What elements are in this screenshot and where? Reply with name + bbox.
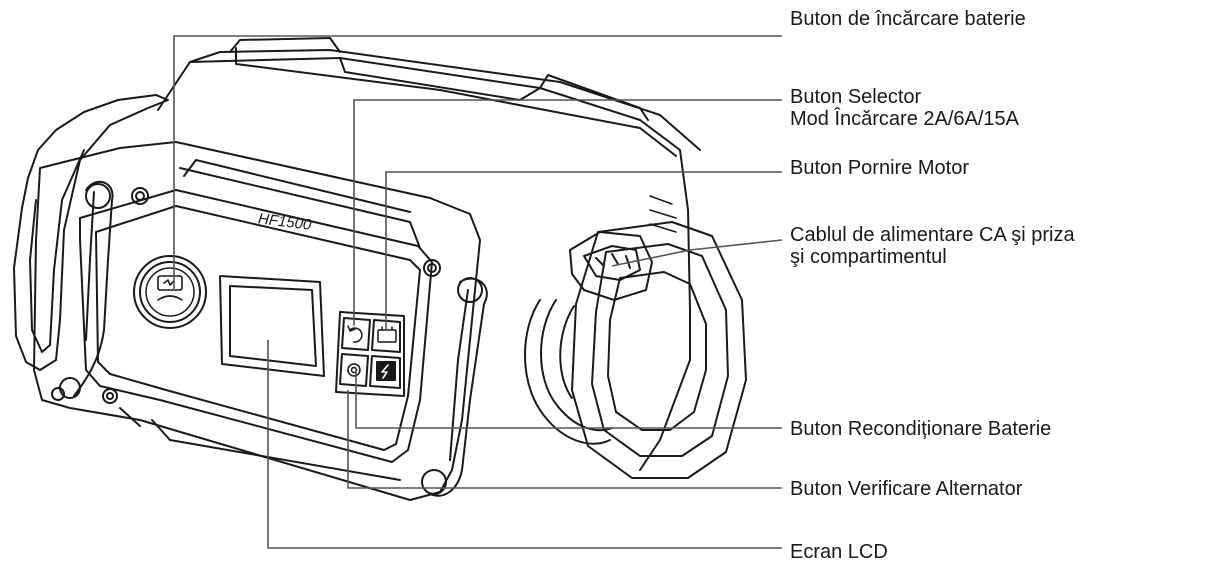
- callout-line: Mod Încărcare 2A/6A/15A: [790, 108, 1019, 130]
- lcd-screen: [220, 276, 324, 376]
- callout-line: Buton Verificare Alternator: [790, 478, 1022, 500]
- callout-line: Buton Selector: [790, 86, 1019, 108]
- callout-line: Buton Pornire Motor: [790, 157, 969, 179]
- callout-line: Cablul de alimentare CA şi priza: [790, 224, 1075, 246]
- lightning-icon: [377, 362, 395, 380]
- leader-engine-start: [386, 172, 782, 330]
- callout-line: şi compartimentul: [790, 246, 1075, 268]
- callout-charge-button: Buton de încărcare baterie: [790, 8, 1026, 30]
- callout-selector-button: Buton Selector Mod Încărcare 2A/6A/15A: [790, 86, 1019, 130]
- callout-engine-start-button: Buton Pornire Motor: [790, 157, 969, 179]
- model-label: HF1500: [257, 210, 313, 233]
- callout-lcd-screen: Ecran LCD: [790, 541, 888, 563]
- button-panel: [336, 312, 404, 396]
- front-frame: [34, 142, 480, 500]
- callout-line: Ecran LCD: [790, 541, 888, 563]
- charge-button: [134, 256, 206, 328]
- gear-icon: [348, 364, 360, 376]
- charge-icon: [158, 276, 182, 300]
- callout-recondition-button: Buton Recondiționare Baterie: [790, 418, 1051, 440]
- callout-line: Buton de încărcare baterie: [790, 8, 1026, 30]
- right-handle: [430, 279, 487, 496]
- cable-coil: [525, 300, 610, 444]
- leader-alternator: [348, 390, 782, 488]
- battery-icon: [378, 327, 396, 342]
- callout-ac-cable: Cablul de alimentare CA şi priza şi comp…: [790, 224, 1075, 268]
- refresh-icon: [348, 326, 362, 342]
- callout-alternator-button: Buton Verificare Alternator: [790, 478, 1022, 500]
- callout-line: Buton Recondiționare Baterie: [790, 418, 1051, 440]
